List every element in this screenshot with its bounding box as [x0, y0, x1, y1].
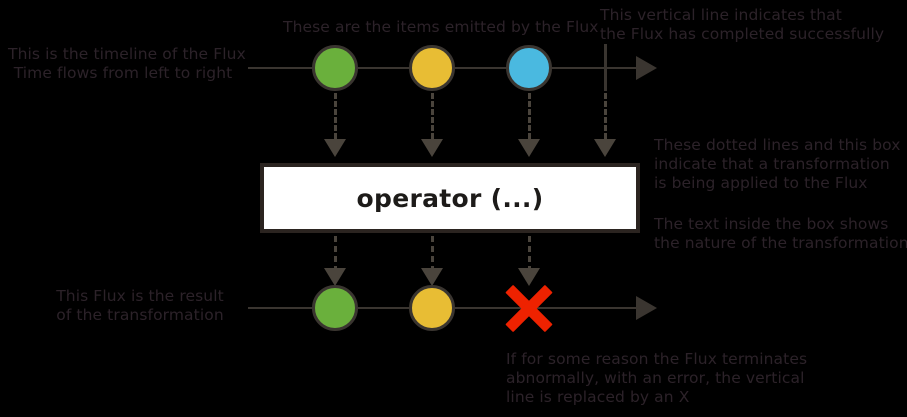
- source-timeline-arrowhead: [636, 56, 657, 80]
- operator-box[interactable]: operator (...): [260, 163, 640, 233]
- result-green-marble: [312, 285, 358, 331]
- result-timeline-arrowhead: [636, 296, 657, 320]
- annotation-box-text-note: The text inside the box shows the nature…: [654, 215, 907, 252]
- annotation-result-timeline: This Flux is the result of the transform…: [56, 287, 224, 324]
- annotation-completion: This vertical line indicates that the Fl…: [600, 6, 885, 43]
- dotted-arrow-yellow-in: [421, 139, 443, 157]
- annotation-transformation: These dotted lines and this box indicate…: [654, 136, 901, 192]
- dotted-connector-error-out: [528, 236, 531, 272]
- annotation-source-timeline: This is the timeline of the Flux Time fl…: [8, 45, 246, 82]
- dotted-connector-green-in: [334, 93, 337, 139]
- source-blue-marble: [506, 45, 552, 91]
- completion-line: [604, 44, 607, 91]
- dotted-connector-green-out: [334, 236, 337, 272]
- error-x-icon: [501, 280, 557, 336]
- dotted-arrow-yellow-out: [421, 268, 443, 286]
- operator-label: operator (...): [356, 183, 544, 213]
- dotted-arrow-blue-in: [518, 139, 540, 157]
- dotted-connector-complete-in: [604, 93, 607, 139]
- source-green-marble: [312, 45, 358, 91]
- annotation-items-emitted: These are the items emitted by the Flux: [283, 18, 599, 36]
- dotted-connector-yellow-out: [431, 236, 434, 272]
- dotted-connector-blue-in: [528, 93, 531, 139]
- dotted-arrow-error-out: [518, 268, 540, 286]
- result-yellow-marble: [409, 285, 455, 331]
- annotation-error-note: If for some reason the Flux terminates a…: [506, 350, 808, 406]
- dotted-connector-yellow-in: [431, 93, 434, 139]
- dotted-arrow-green-out: [324, 268, 346, 286]
- dotted-arrow-green-in: [324, 139, 346, 157]
- source-yellow-marble: [409, 45, 455, 91]
- dotted-arrow-complete-in: [594, 139, 616, 157]
